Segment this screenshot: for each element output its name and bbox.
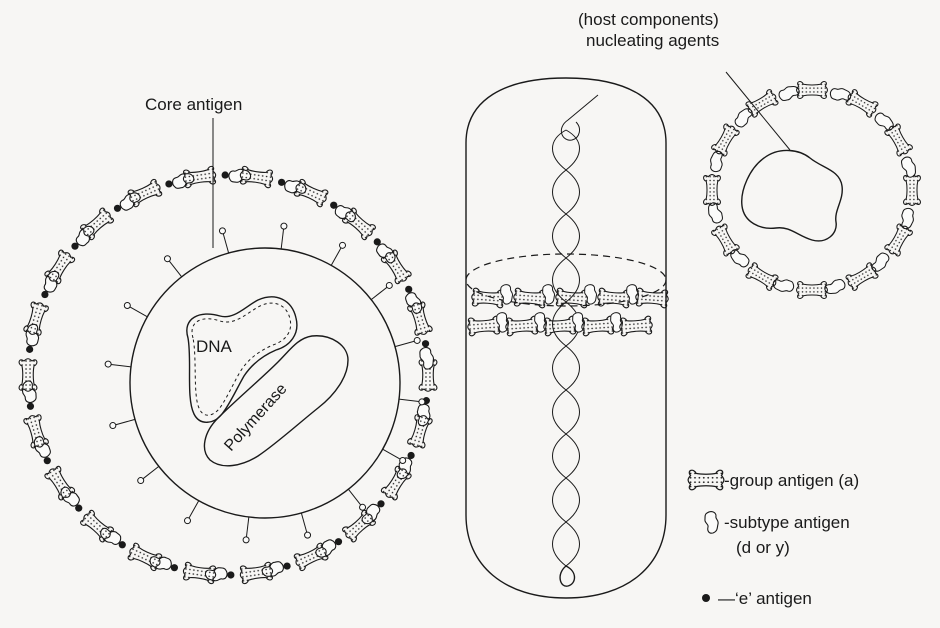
core-spikes — [105, 223, 425, 543]
core-antigen-label: Core antigen — [145, 95, 242, 114]
core-spike-head — [184, 518, 190, 524]
tube-outline — [466, 78, 666, 598]
group-antigen — [19, 359, 37, 392]
core-spike — [246, 517, 248, 537]
core-spike — [130, 307, 147, 317]
core-spike-head — [281, 223, 287, 229]
group-antigen — [407, 301, 433, 337]
tube-strand-b — [553, 130, 580, 566]
subtype-antigen — [823, 278, 846, 295]
host-component-blob — [742, 150, 843, 240]
group-antigen — [467, 316, 501, 336]
legend-subtype-values: (d or y) — [736, 538, 790, 557]
core-spike — [281, 229, 283, 249]
legend-e-antigen: —‘e’ antigen — [718, 589, 812, 608]
core-spike — [395, 341, 414, 346]
core-spike-head — [305, 532, 311, 538]
e-antigen — [405, 286, 412, 293]
core-spike — [301, 513, 306, 532]
core-spike — [383, 449, 400, 459]
small-antigen-ring — [704, 82, 921, 299]
e-antigen — [227, 571, 234, 578]
nucleating-agents-label: nucleating agents — [586, 31, 719, 50]
core-spike — [371, 287, 387, 299]
legend-e-antigen-dot — [702, 594, 710, 602]
core-spike-head — [219, 228, 225, 234]
core-spike — [143, 466, 159, 478]
polymerase-label: Polymerase — [221, 380, 290, 454]
e-antigen — [26, 346, 33, 353]
host-pointer-tube — [561, 95, 598, 140]
host-pointer-small — [726, 72, 790, 150]
e-antigen — [171, 564, 178, 571]
core-spike — [116, 419, 135, 424]
core-spike-head — [243, 537, 249, 543]
subtype-antigen — [778, 85, 801, 102]
group-antigen — [581, 316, 615, 336]
legend-subtype-antigen-icon — [705, 512, 718, 534]
e-antigen — [44, 457, 51, 464]
legend-subtype-antigen: -subtype antigen — [724, 513, 850, 532]
group-antigen — [635, 288, 669, 308]
group-antigen — [407, 413, 433, 449]
dane-particle: Core antigen DNA Polymerase — [19, 95, 437, 584]
core-spike — [331, 248, 341, 265]
core-spike-head — [360, 504, 366, 510]
core-spike-head — [419, 399, 425, 405]
e-antigen — [165, 180, 172, 187]
group-antigen — [239, 562, 274, 584]
tubular-particle: (host components) nucleating agents — [466, 10, 719, 598]
legend-group-antigen-icon — [688, 470, 724, 490]
dna-label: DNA — [196, 337, 233, 356]
group-antigen — [555, 288, 589, 308]
group-antigen — [597, 288, 631, 308]
core-spike-head — [138, 478, 144, 484]
core-spike — [348, 489, 360, 505]
core-spike-head — [386, 282, 392, 288]
core-spike — [399, 399, 419, 401]
group-antigen — [23, 413, 49, 449]
group-antigen — [239, 166, 274, 188]
group-antigen — [505, 316, 539, 336]
e-antigen — [422, 340, 429, 347]
spherical-particle — [704, 72, 921, 298]
tube-strand-loop — [560, 566, 574, 586]
group-antigen — [182, 562, 217, 584]
legend-group-antigen: -group antigen (a) — [724, 471, 859, 490]
core-spike-head — [164, 256, 170, 262]
host-components-label: (host components) — [578, 10, 719, 29]
tube-antigen-band — [467, 285, 669, 336]
core-spike-head — [400, 458, 406, 464]
core-spike — [169, 261, 181, 277]
group-antigen — [797, 282, 828, 299]
e-antigen — [222, 171, 229, 178]
group-antigen — [471, 288, 505, 308]
group-antigen — [543, 316, 577, 336]
e-antigen — [27, 403, 34, 410]
group-antigen — [904, 175, 921, 206]
subtype-antigen — [900, 156, 917, 179]
core-spike-head — [340, 242, 346, 248]
core-spike-head — [124, 302, 130, 308]
legend: -group antigen (a) -subtype antigen (d o… — [688, 470, 859, 608]
group-antigen — [797, 82, 828, 99]
surface-antigen-ring — [19, 166, 437, 584]
core-spike — [189, 501, 199, 518]
core-spike — [111, 364, 131, 366]
core-spike-head — [105, 361, 111, 367]
core-spike-head — [110, 423, 116, 429]
core-spike-head — [414, 337, 420, 343]
core-particle — [130, 248, 400, 518]
group-antigen — [704, 175, 721, 206]
e-antigen — [278, 179, 285, 186]
group-antigen — [619, 316, 653, 336]
e-antigen — [283, 562, 290, 569]
core-spike — [223, 234, 228, 253]
tube-strand-a — [553, 130, 580, 566]
group-antigen — [23, 301, 49, 337]
group-antigen — [182, 166, 217, 188]
group-antigen — [513, 288, 547, 308]
subtype-antigen — [707, 201, 724, 224]
